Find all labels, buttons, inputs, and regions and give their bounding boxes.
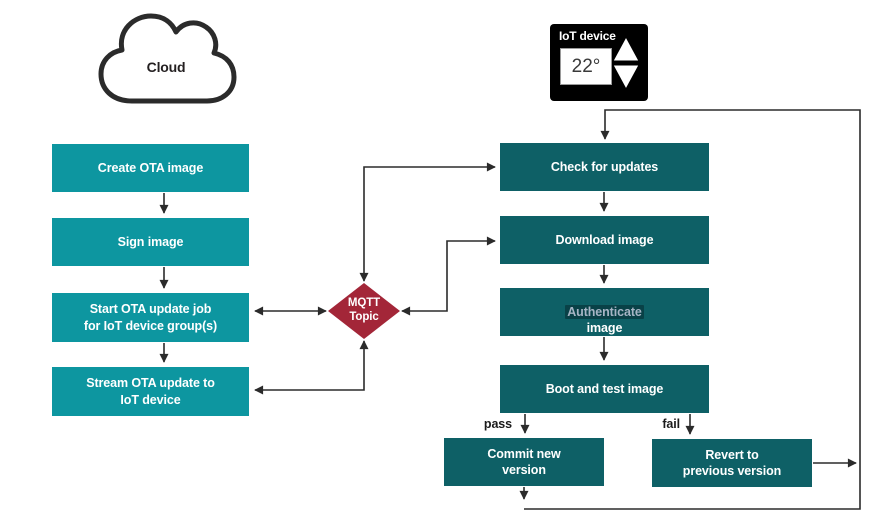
flow-step-download-image: Download image bbox=[500, 216, 709, 264]
flow-step-label: Download image bbox=[555, 232, 654, 247]
cloud-label: Cloud bbox=[146, 59, 186, 75]
loop-back-to-check bbox=[524, 109, 861, 510]
flow-step-create-ota-image: Create OTA image bbox=[52, 144, 249, 192]
flow-step-check-for-updates: Check for updates bbox=[500, 143, 709, 191]
flow-step-label: Start OTA update job for IoT device grou… bbox=[83, 302, 218, 333]
link-mqtt-download bbox=[401, 236, 496, 316]
pass-branch-label: pass bbox=[483, 417, 512, 431]
authenticate-highlight: Authenticate bbox=[565, 304, 644, 319]
iot-updown-arrows-icon bbox=[612, 35, 640, 91]
fail-branch-label: fail bbox=[662, 417, 680, 431]
flow-step-commit-new-version: Commit new version bbox=[444, 438, 604, 486]
mqtt-topic-label-line1: MQTT bbox=[347, 297, 381, 310]
flow-step-authenticate-image: Authenticate image bbox=[500, 288, 709, 336]
flow-step-label: Authenticate image bbox=[565, 288, 644, 337]
flow-step-label: Create OTA image bbox=[97, 160, 204, 175]
flow-step-stream-ota-update: Stream OTA update to IoT device bbox=[52, 367, 249, 416]
iot-device-label: IoT device bbox=[559, 29, 616, 43]
flow-step-label: Check for updates bbox=[550, 159, 659, 174]
flow-step-label: Stream OTA update to IoT device bbox=[86, 376, 215, 407]
authenticate-rest: image bbox=[586, 321, 623, 336]
flow-step-sign-image: Sign image bbox=[52, 218, 249, 266]
flow-step-label: Sign image bbox=[117, 234, 184, 249]
flow-step-label: Boot and test image bbox=[545, 381, 664, 396]
flow-step-boot-and-test: Boot and test image bbox=[500, 365, 709, 413]
flow-step-start-ota-update-job: Start OTA update job for IoT device grou… bbox=[52, 293, 249, 342]
iot-temperature-display: 22° bbox=[560, 48, 612, 85]
flow-step-label: Revert to previous version bbox=[682, 447, 782, 478]
mqtt-topic-label-line2: Topic bbox=[349, 311, 379, 323]
iot-device-icon: IoT device 22° bbox=[550, 24, 648, 101]
link-mqtt-check bbox=[359, 162, 496, 282]
link-mqtt-stream bbox=[254, 340, 369, 395]
flow-step-revert-previous-version: Revert to previous version bbox=[652, 439, 812, 487]
flow-step-label: Commit new version bbox=[487, 446, 561, 477]
cloud-icon bbox=[92, 6, 242, 110]
